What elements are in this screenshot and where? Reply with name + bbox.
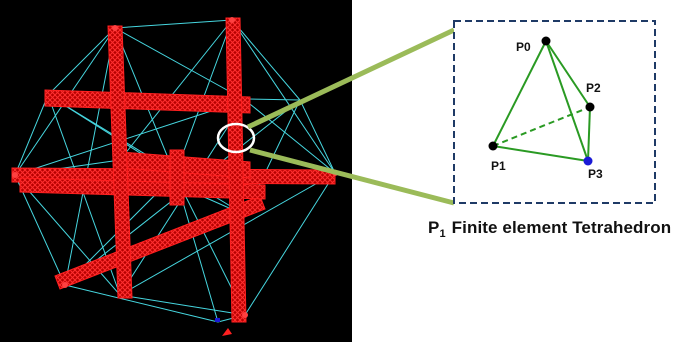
highlight-ring [216,122,256,154]
axis-marker [222,328,232,336]
caption-subscript: 1 [439,228,446,240]
blue-node [215,318,220,322]
vertex-p1 [488,141,498,151]
vertex-p0 [541,36,551,46]
mesh-canvas [11,17,338,336]
caption-symbol: P [428,218,440,237]
caption-text: Finite element Tetrahedron [451,218,672,237]
vertex-label-p3: P3 [588,167,603,181]
mesh-rods [11,17,336,323]
tetrahedron-box [453,20,656,204]
vertex-label-p2: P2 [586,81,601,95]
vertex-label-p1: P1 [491,159,506,173]
tetrahedron-edges [492,40,591,162]
vertex-label-p0: P0 [516,40,531,54]
mesh-view [0,0,352,342]
figure-caption: P1 Finite element Tetrahedron [428,218,671,240]
vertex-p2 [585,102,595,112]
vertex-p3 [583,156,593,166]
